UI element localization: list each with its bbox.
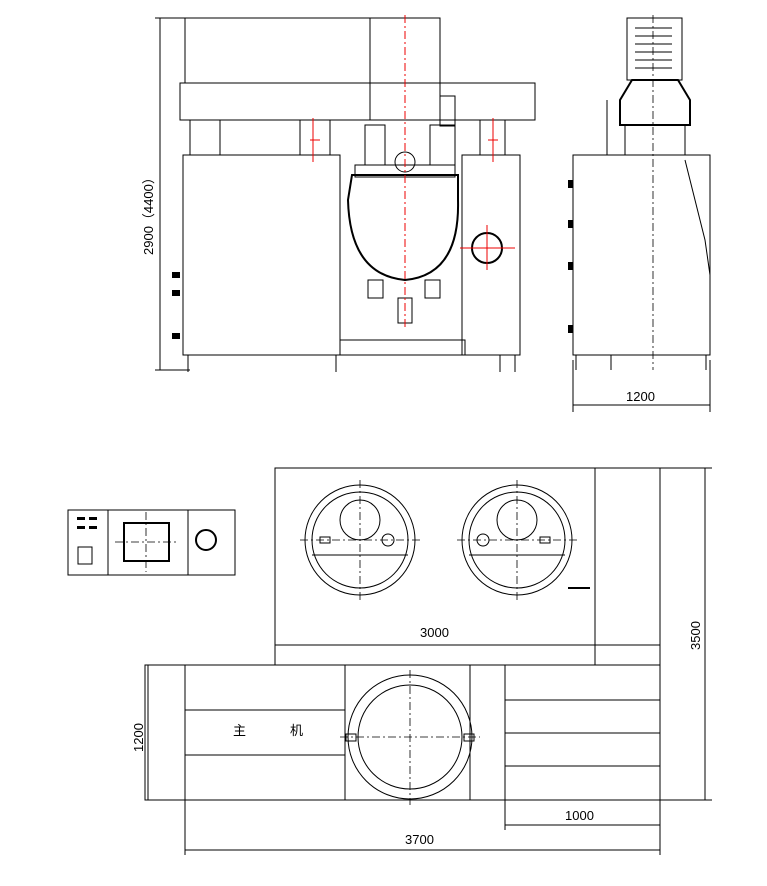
tank-plan-1	[300, 480, 420, 600]
control-panel-detail	[67, 509, 236, 576]
panel-flange	[195, 529, 217, 551]
motor-hood	[619, 79, 691, 126]
left-cabinet	[182, 154, 341, 356]
side-width-dimension: 1200	[626, 389, 655, 404]
vacuum-tank	[346, 174, 460, 282]
base-frame	[339, 339, 466, 356]
main-unit-label-2: 机	[290, 723, 303, 738]
upper-width-dimension: 3000	[420, 625, 449, 640]
main-tank-plan	[340, 670, 480, 805]
tank-plan-2	[457, 480, 577, 600]
height-dimension: 2900（4400）	[141, 171, 156, 255]
right-cabinet	[461, 154, 521, 356]
total-depth-dimension: 3500	[688, 621, 703, 650]
main-unit-label-1: 主	[233, 723, 246, 738]
total-width-dimension: 3700	[405, 832, 434, 847]
motor-housing	[626, 17, 683, 81]
plan-view: 3000 主 机 1200 3500 1000 3700	[131, 467, 712, 855]
lift-arm	[184, 17, 441, 84]
panel-window	[123, 522, 170, 562]
right-section-dimension: 1000	[565, 808, 594, 823]
front-view: 2900（4400）	[141, 15, 536, 372]
side-cabinet	[572, 154, 711, 356]
side-view: 1200	[568, 15, 711, 412]
upper-platform	[274, 467, 661, 666]
lower-depth-dimension: 1200	[131, 723, 146, 752]
cross-beam	[179, 82, 536, 121]
